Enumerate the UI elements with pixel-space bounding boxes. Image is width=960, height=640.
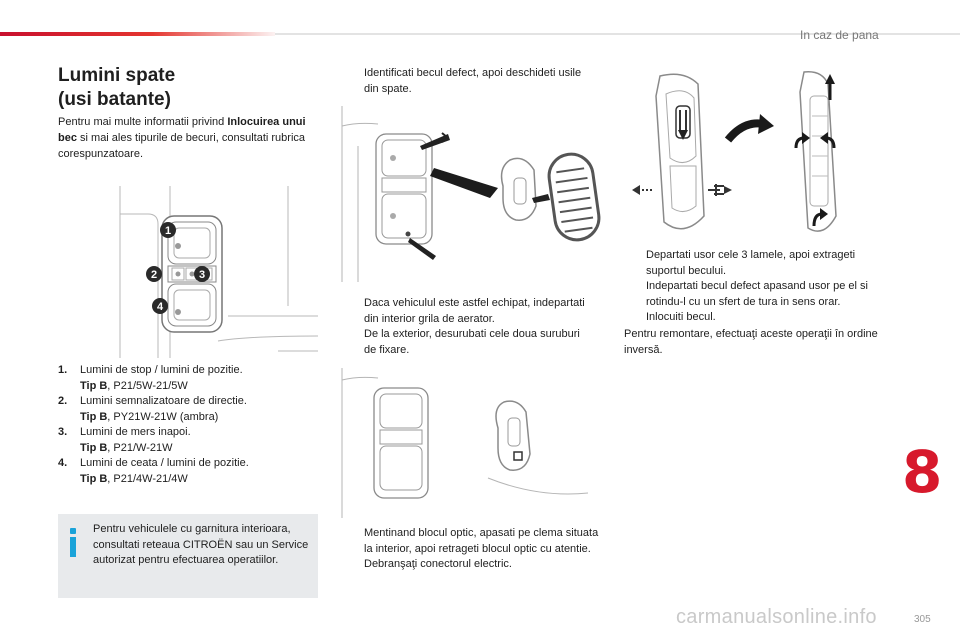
header-bar (0, 32, 960, 36)
tip-value: , PY21W-21W (ambra) (107, 410, 219, 423)
info-text: Pentru vehiculele cu garnitura interioar… (93, 523, 309, 566)
callout-4: 4 (152, 298, 168, 314)
item-number: 1. (58, 364, 68, 376)
callout-1: 1 (160, 222, 176, 238)
item-desc: Lumini semnalizatoare de directie. (80, 395, 247, 407)
page-title: Lumini spate (usi batante) (58, 64, 175, 112)
step-item: Departati usor cele 3 lamele, apoi extra… (624, 248, 889, 279)
step-item: Identificati becul defect, apoi deschide… (342, 66, 592, 97)
step-text: Departati usor cele 3 lamele, apoi extra… (646, 249, 856, 277)
step-text: Identificati becul defect, apoi deschide… (364, 67, 582, 95)
steps-col2-top: Identificati becul defect, apoi deschide… (342, 66, 592, 97)
list-item: 1. Lumini de stop / lumini de pozitie. Tip… (58, 363, 313, 394)
item-number: 2. (58, 395, 68, 407)
bulb-holder-illustration (632, 71, 837, 232)
step-text: Mentinand blocul optic, apasati pe clema… (364, 527, 599, 555)
callout-2: 2 (146, 266, 162, 282)
step-text: Debranşaţi conectorul electric. (364, 558, 512, 570)
step-text: Daca vehiculul este astfel echipat, inde… (364, 297, 585, 325)
svg-text:2: 2 (151, 269, 157, 281)
step-text: De la exterior, desurubati cele doua sur… (364, 328, 580, 356)
tip-label: Tip B (80, 410, 108, 423)
section-title: In caz de pana (800, 28, 879, 42)
item-number: 4. (58, 457, 68, 469)
callout-3: 3 (194, 266, 210, 282)
tip-value: , P21/W-21W (107, 441, 173, 454)
steps-col2-bottom: Mentinand blocul optic, apasati pe clema… (342, 526, 604, 573)
title-line-2: (usi batante) (58, 89, 171, 110)
intro-text: Pentru mai multe informatii privind Inlo… (58, 114, 313, 162)
watermark: carmanualsonline.info (676, 606, 877, 628)
reassembly-note: Pentru remontare, efectuaţi aceste opera… (624, 328, 878, 356)
chapter-number: 8 (902, 438, 943, 506)
list-item: 3. Lumini de mers inapoi. Tip B, P21/W-21W (58, 425, 313, 456)
step-text: Inlocuiti becul. (646, 311, 716, 323)
list-item: 4. Lumini de ceata / lumini de pozitie. Ti… (58, 456, 313, 487)
step-item: Mentinand blocul optic, apasati pe clema… (342, 526, 604, 557)
steps-col3: Departati usor cele 3 lamele, apoi extra… (624, 248, 889, 326)
svg-text:3: 3 (199, 269, 205, 281)
item-desc: Lumini de mers inapoi. (80, 426, 191, 438)
step-item: Inlocuiti becul. (624, 310, 889, 326)
step-text: Indepartati becul defect apasand usor pe… (646, 280, 868, 308)
rear-lamp-illustration: 1 2 3 4 (119, 186, 318, 358)
step-item: Indepartati becul defect apasand usor pe… (624, 279, 889, 310)
aerator-grille-illustration (341, 106, 601, 282)
step-item: Debranşaţi conectorul electric. (342, 557, 604, 573)
step-item: De la exterior, desurubati cele doua sur… (342, 327, 592, 358)
tip-label: Tip B (80, 472, 108, 485)
tip-label: Tip B (80, 441, 108, 454)
lamp-block-clip-illustration (341, 368, 588, 518)
info-icon (68, 528, 78, 558)
step-item: Daca vehiculul este astfel echipat, inde… (342, 296, 592, 327)
intro-post: si mai ales tipurile de becuri, consulta… (58, 132, 306, 160)
tip-label: Tip B (80, 379, 108, 392)
svg-text:1: 1 (165, 225, 171, 237)
intro-link-ref: Inlocuirea unui bec (58, 116, 306, 144)
intro-pre: Pentru mai multe informatii privind (58, 116, 228, 128)
steps-col2-mid: Daca vehiculul este astfel echipat, inde… (342, 296, 592, 358)
page-number: 305 (914, 614, 931, 625)
item-desc: Lumini de stop / lumini de pozitie. (80, 364, 243, 376)
item-number: 3. (58, 426, 68, 438)
tip-value: , P21/5W-21/5W (107, 379, 188, 392)
item-desc: Lumini de ceata / lumini de pozitie. (80, 457, 249, 469)
list-item: 2. Lumini semnalizatoare de directie. Tip … (58, 394, 313, 425)
svg-text:4: 4 (157, 301, 164, 313)
bulb-list: 1. Lumini de stop / lumini de pozitie. Tip… (58, 363, 313, 487)
info-box: Pentru vehiculele cu garnitura interioar… (58, 514, 318, 598)
title-line-1: Lumini spate (58, 65, 176, 86)
tip-value: , P21/4W-21/4W (107, 472, 188, 485)
